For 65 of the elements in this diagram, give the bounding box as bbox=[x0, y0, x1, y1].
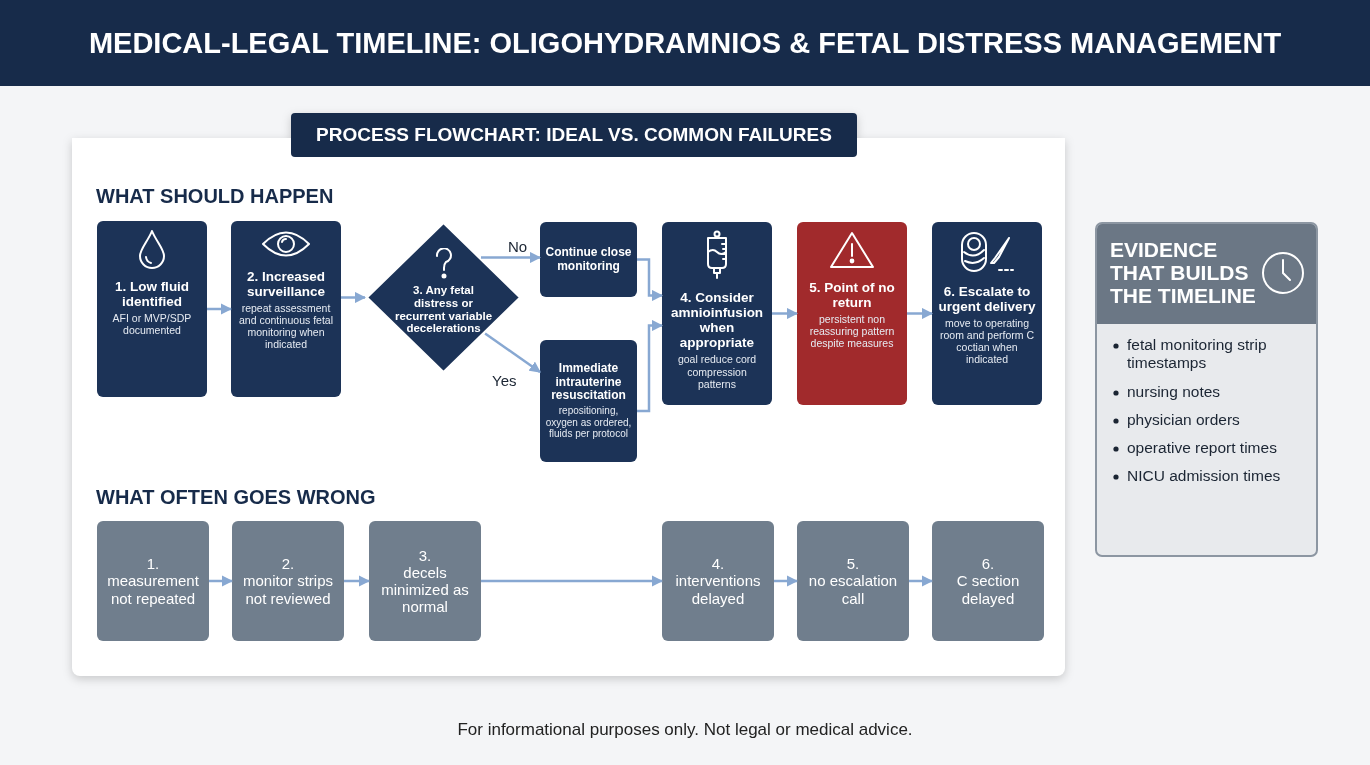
process-box bbox=[662, 222, 772, 405]
arrow bbox=[484, 332, 541, 374]
node-heading: 6. Escalate to urgent delivery bbox=[937, 284, 1037, 315]
evidence-item: NICU admission times bbox=[1127, 467, 1281, 485]
evidence-item: fetal monitoring strip timestamps bbox=[1127, 336, 1267, 372]
process-box bbox=[540, 222, 637, 297]
disclaimer-text: For informational purposes only. Not legal or medical advice. bbox=[457, 720, 913, 740]
evidence-item: physician orders bbox=[1127, 410, 1240, 428]
arrow bbox=[772, 307, 799, 320]
step-number: 6. bbox=[981, 555, 995, 573]
failure-box bbox=[369, 521, 481, 641]
page-title: MEDICAL-LEGAL TIMELINE: OLIGOHYDRAMNIOS & FETAL DISTRESS MANAGEMENT bbox=[88, 26, 1282, 60]
process-box bbox=[231, 221, 341, 397]
step-number: 5. bbox=[846, 555, 860, 573]
failure-text: monitor strips not reviewed bbox=[242, 572, 334, 607]
section-heading: WHAT OFTEN GOES WRONG bbox=[96, 486, 376, 509]
failure-box bbox=[97, 521, 209, 641]
alert-box bbox=[797, 222, 907, 405]
process-box bbox=[97, 221, 207, 397]
arrow bbox=[207, 303, 233, 315]
arrow bbox=[344, 575, 371, 587]
node-heading: 2. Increased surveillance bbox=[245, 269, 326, 300]
section-heading: WHAT SHOULD HAPPEN bbox=[96, 185, 334, 208]
node-heading: 1. Low fluid identified bbox=[113, 279, 191, 310]
node-description: repeat assessment and continuous fetal monitoring when indicated bbox=[238, 302, 334, 351]
step-number: 3. bbox=[418, 546, 432, 564]
arrow bbox=[481, 575, 664, 587]
process-box bbox=[540, 340, 637, 462]
evidence-item: operative report times bbox=[1127, 439, 1277, 457]
failure-box bbox=[797, 521, 909, 641]
node-heading: Continue close monitoring bbox=[544, 246, 633, 273]
arrow bbox=[637, 258, 664, 302]
arrow bbox=[209, 575, 234, 587]
failure-text: decels minimized as normal bbox=[380, 563, 470, 616]
arrow bbox=[481, 251, 542, 264]
process-box bbox=[932, 222, 1042, 405]
node-description: move to operating room and perform C coctian when indicated bbox=[939, 317, 1035, 366]
failure-text: measurement not repeated bbox=[106, 572, 200, 607]
node-description: repositioning, oxygen as ordered, fluids per protocol bbox=[544, 405, 633, 440]
failure-text: interventions delayed bbox=[674, 572, 762, 607]
step-number: 1. bbox=[146, 555, 160, 573]
node-description: goal reduce cord compression patterns bbox=[676, 353, 758, 390]
evidence-panel bbox=[1095, 222, 1318, 557]
evidence-item: nursing notes bbox=[1127, 382, 1221, 400]
step-number: 4. bbox=[711, 555, 725, 573]
arrow bbox=[907, 307, 934, 320]
node-heading: Immediate intrauterine resuscitation bbox=[550, 362, 627, 403]
node-heading: 5. Point of no return bbox=[808, 280, 896, 311]
node-description: persistent non reassuring pattern despite measures bbox=[808, 313, 896, 350]
step-number: 2. bbox=[281, 555, 295, 573]
failure-text: no escalation call bbox=[807, 572, 899, 607]
node-heading: 3. Any fetal distress or recurrent variable decelerations bbox=[393, 283, 494, 336]
failure-box bbox=[932, 521, 1044, 641]
panel-title: EVIDENCE THAT BUILDS THE TIMELINE bbox=[1110, 238, 1257, 308]
failure-box bbox=[662, 521, 774, 641]
panel-heading: PROCESS FLOWCHART: IDEAL VS. COMMON FAILURES bbox=[291, 113, 857, 157]
arrow bbox=[341, 291, 367, 304]
failure-text: C section delayed bbox=[955, 572, 1021, 607]
node-description: AFI or MVP/SDP documented bbox=[111, 312, 193, 337]
failure-box bbox=[232, 521, 344, 641]
node-heading: 4. Consider amnioinfusion when appropriate bbox=[669, 290, 765, 351]
arrow bbox=[909, 575, 934, 587]
arrow bbox=[637, 319, 664, 413]
arrow bbox=[774, 575, 799, 587]
flowchart-panel bbox=[72, 113, 1065, 676]
